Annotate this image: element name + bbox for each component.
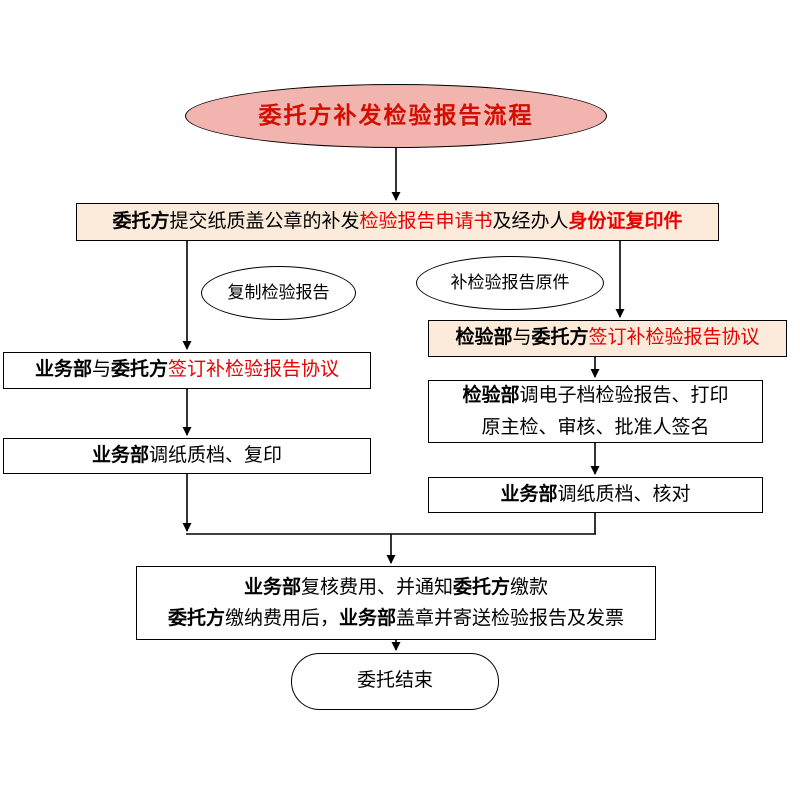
text-line: 检验部调电子档检验报告、打印 [462,385,729,407]
business-check-box: 业务部调纸质档、核对 [428,477,763,513]
inspection-print-box: 检验部调电子档检验报告、打印原主检、审核、批准人签名 [428,380,763,443]
business-sign-agreement-box: 业务部与委托方签订补检验报告协议 [3,352,371,389]
title-ellipse: 委托方补发检验报告流程 [185,84,607,148]
end-stadium: 委托结束 [291,653,499,710]
text-line: 原主检、审核、批准人签名 [481,416,710,438]
business-copy-box: 业务部调纸质档、复印 [3,438,371,474]
submit-report-box: 委托方提交纸质盖公章的补发检验报告申请书及经办人身份证复印件 [76,203,719,241]
text-line: 业务部复核费用、并通知委托方缴款 [243,576,549,598]
text-line: 委托方缴纳费用后，业务部盖章并寄送检验报告及发票 [167,608,625,629]
payment-delivery-box: 业务部复核费用、并通知委托方缴款委托方缴纳费用后，业务部盖章并寄送检验报告及发票 [136,566,656,640]
copy-report-ellipse: 复制检验报告 [201,266,356,320]
original-report-ellipse: 补检验报告原件 [416,256,604,310]
page-title: 委托方补发检验报告流程 [258,102,534,129]
inspection-sign-agreement-box: 检验部与委托方签订补检验报告协议 [428,320,787,357]
